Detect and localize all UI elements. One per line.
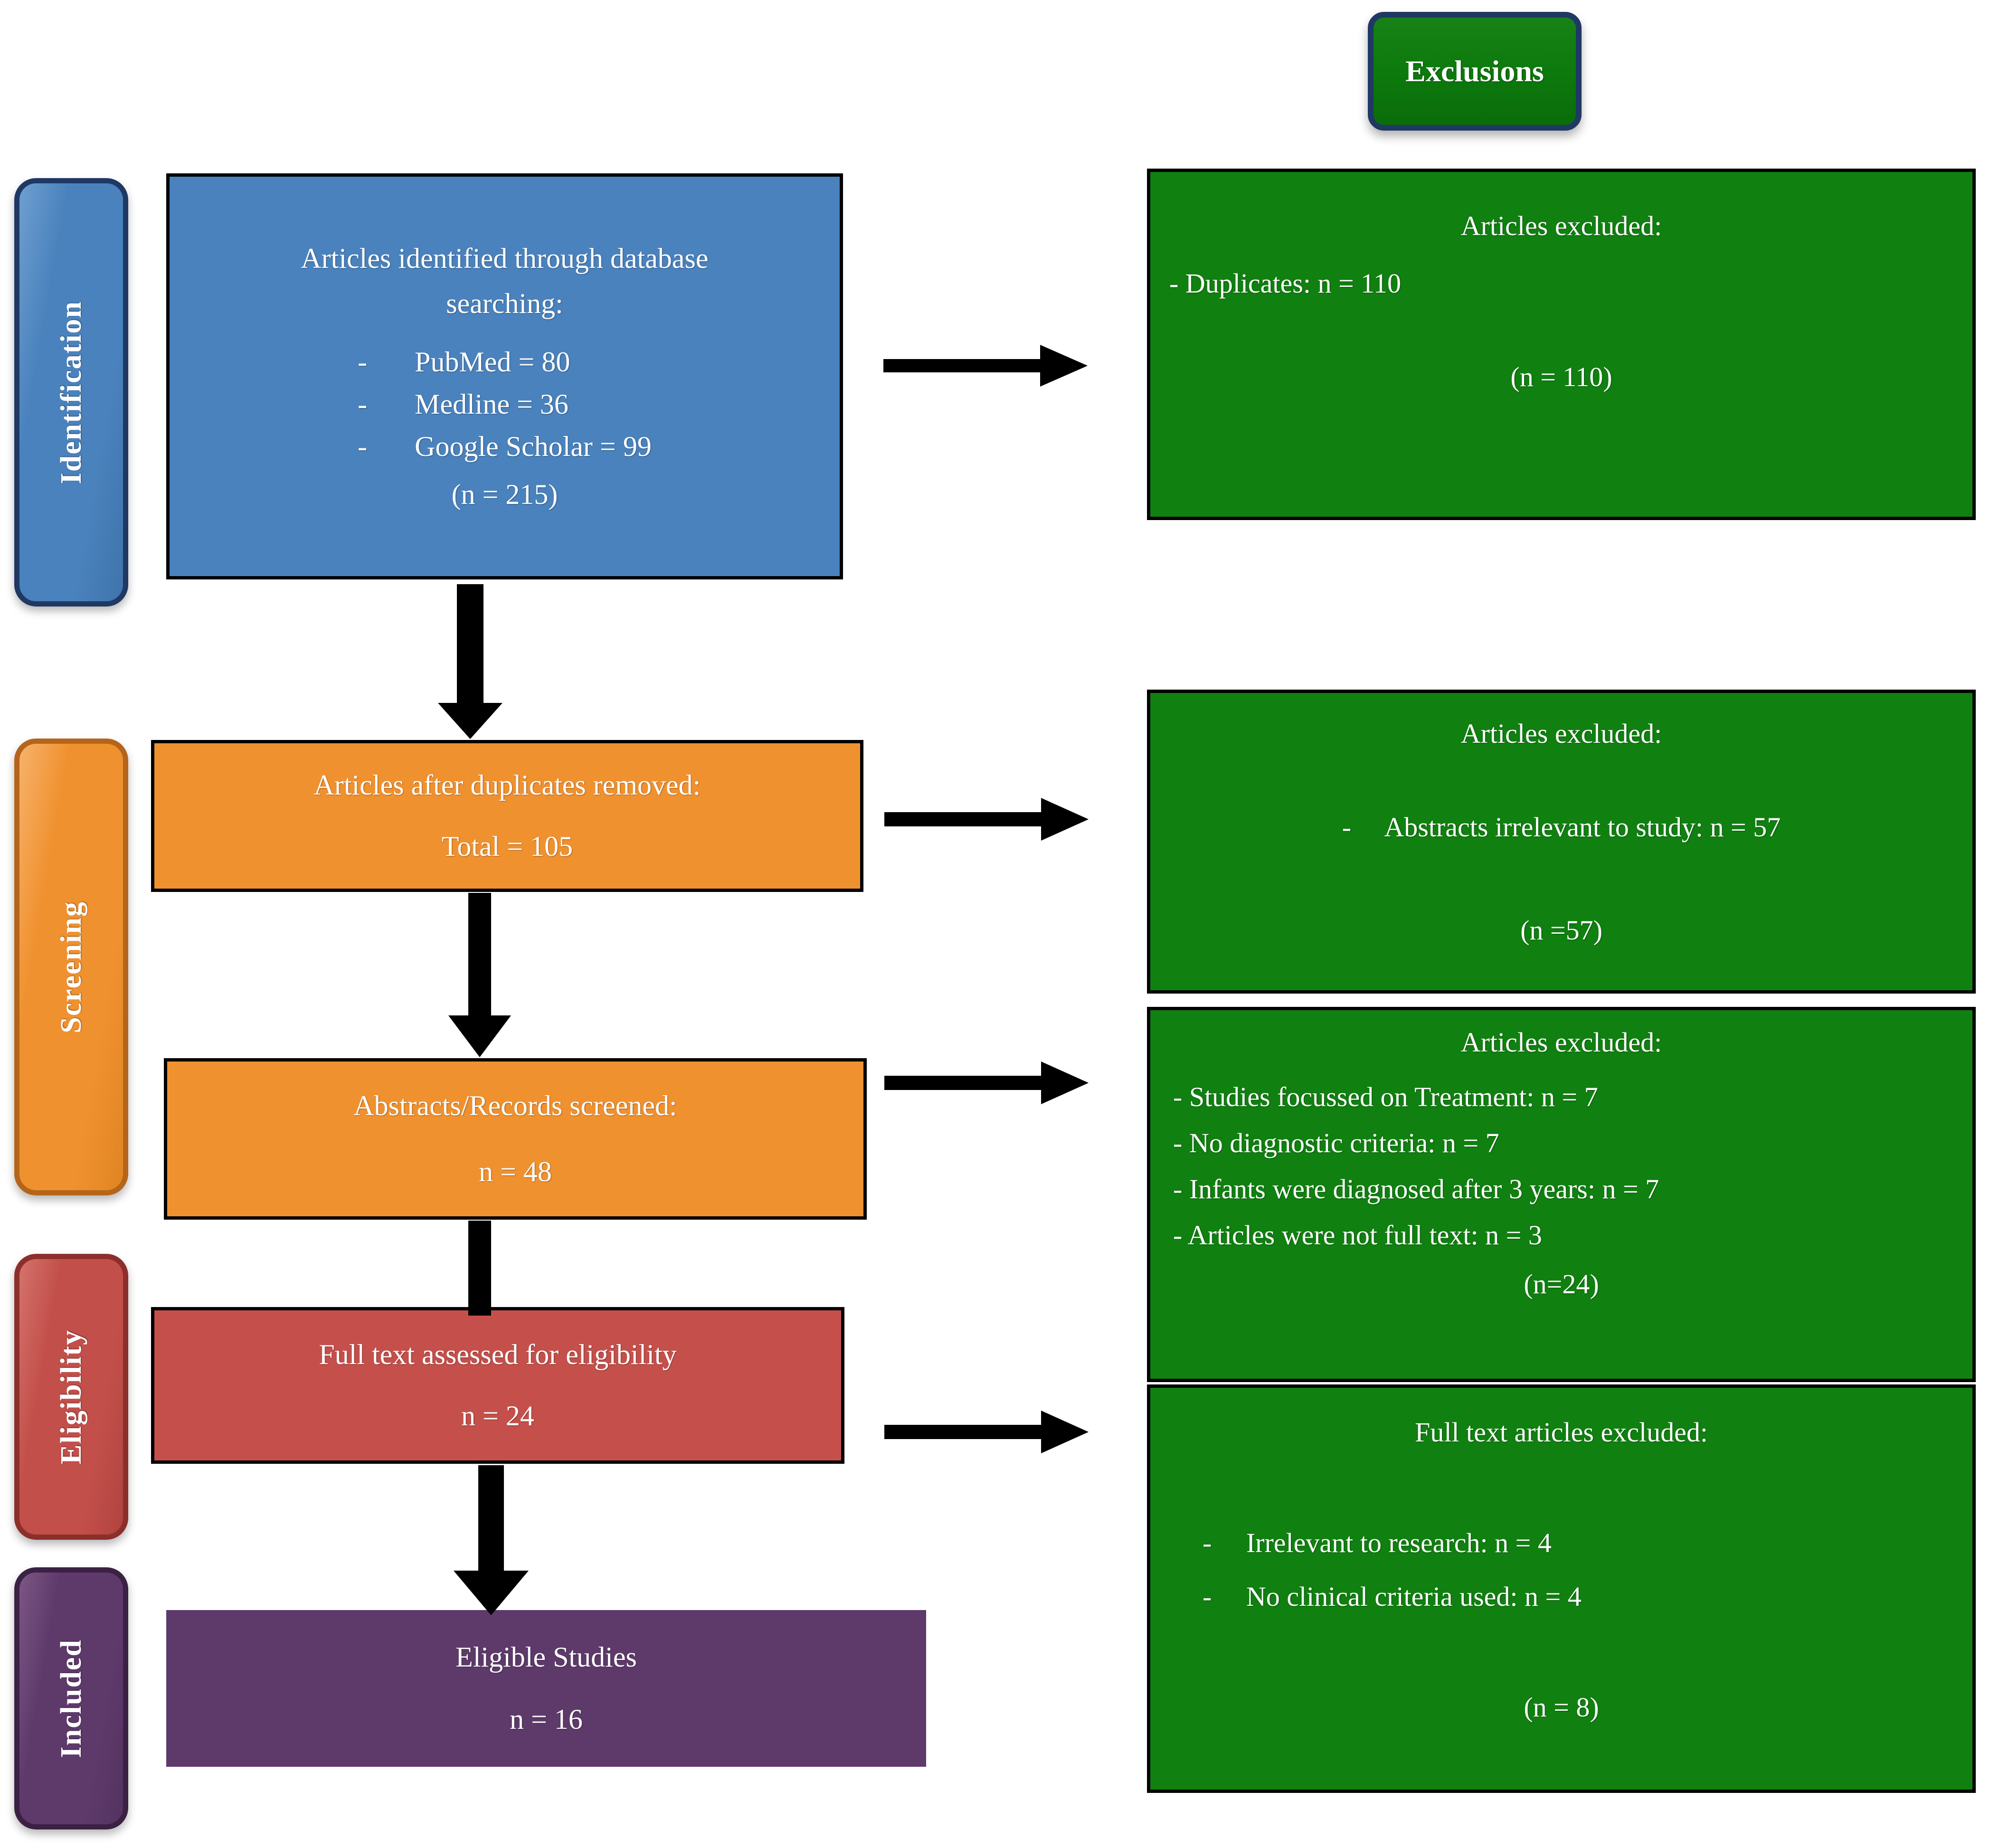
full-text-assessed-line1: Full text assessed for eligibility xyxy=(319,1339,677,1370)
excluded-screening-reason: - Studies focussed on Treatment: n = 7 xyxy=(1173,1081,1598,1112)
box-articles-after-duplicates: Articles after duplicates removed: Total… xyxy=(151,740,863,892)
arrow-after-duplicates-to-screened xyxy=(442,893,518,1059)
excluded-duplicates-reason: - Duplicates: n = 110 xyxy=(1169,268,1402,299)
excluded-full-text-reason-list: - Irrelevant to research: n = 4 - No cli… xyxy=(1203,1505,1582,1634)
arrow-full-text-assessed-to-excluded xyxy=(884,1401,1098,1463)
arrow-identified-to-after-duplicates xyxy=(432,584,508,741)
box-eligible-studies: Eligible Studies n = 16 xyxy=(166,1610,926,1767)
box-excluded-screening-detail: Articles excluded: - Studies focussed on… xyxy=(1147,1007,1976,1382)
database-source-label: Medline = 36 xyxy=(415,388,569,420)
stage-tab-screening-label: Screening xyxy=(55,900,87,1033)
screened-line1: Abstracts/Records screened: xyxy=(353,1090,677,1121)
box-excluded-abstracts: Articles excluded: - Abstracts irrelevan… xyxy=(1147,690,1976,994)
excluded-screening-reason: - No diagnostic criteria: n = 7 xyxy=(1173,1128,1499,1158)
database-source-label: Google Scholar = 99 xyxy=(415,430,652,462)
after-duplicates-line2: Total = 105 xyxy=(441,831,573,862)
stage-tab-identification: Identification xyxy=(14,178,128,607)
eligible-studies-line2: n = 16 xyxy=(510,1704,583,1735)
arrow-screened-to-screening-detail xyxy=(884,1052,1098,1114)
stage-tab-included-label: Included xyxy=(55,1639,87,1758)
excluded-full-text-total: (n = 8) xyxy=(1524,1692,1599,1723)
database-source-item: - Medline = 36 xyxy=(358,388,652,421)
bullet-dash-icon: - xyxy=(358,430,368,462)
box-abstracts-records-screened: Abstracts/Records screened: n = 48 xyxy=(164,1058,867,1220)
database-source-list: - PubMed = 80 - Medline = 36 - Google Sc… xyxy=(358,336,652,473)
articles-identified-heading-line2: searching: xyxy=(446,287,563,319)
after-duplicates-line1: Articles after duplicates removed: xyxy=(313,769,701,801)
database-source-label: PubMed = 80 xyxy=(415,346,570,378)
database-source-item: - PubMed = 80 xyxy=(358,346,652,379)
excluded-screening-reason: - Articles were not full text: n = 3 xyxy=(1173,1220,1542,1251)
arrow-screened-to-full-text-assessed xyxy=(442,1221,518,1316)
excluded-abstracts-total: (n =57) xyxy=(1520,915,1602,946)
excluded-screening-heading: Articles excluded: xyxy=(1460,1027,1662,1058)
full-text-assessed-line2: n = 24 xyxy=(461,1400,534,1431)
stage-tab-screening: Screening xyxy=(14,739,128,1195)
stage-tab-included: Included xyxy=(14,1567,128,1829)
database-source-item: - Google Scholar = 99 xyxy=(358,430,652,463)
articles-identified-total: (n = 215) xyxy=(451,478,558,510)
excluded-abstracts-reason: - Abstracts irrelevant to study: n = 57 xyxy=(1342,812,1781,843)
stage-tab-identification-label: Identification xyxy=(55,300,87,484)
excluded-screening-total: (n=24) xyxy=(1524,1269,1599,1299)
exclusions-header-label: Exclusions xyxy=(1405,54,1544,88)
excluded-abstracts-heading: Articles excluded: xyxy=(1460,718,1662,749)
box-articles-identified: Articles identified through database sea… xyxy=(166,173,843,579)
arrow-after-duplicates-to-abstracts xyxy=(884,788,1098,850)
bullet-dash-icon: - xyxy=(358,346,368,378)
excluded-full-text-heading: Full text articles excluded: xyxy=(1415,1417,1708,1448)
articles-identified-heading-line1: Articles identified through database xyxy=(301,242,709,274)
arrow-full-text-assessed-to-eligible xyxy=(449,1465,539,1617)
box-excluded-duplicates: Articles excluded: - Duplicates: n = 110… xyxy=(1147,169,1976,520)
screened-line2: n = 48 xyxy=(479,1156,552,1187)
excluded-full-text-reason: - Irrelevant to research: n = 4 xyxy=(1203,1527,1552,1558)
stage-tab-eligibility-label: Eligibility xyxy=(55,1329,87,1464)
excluded-duplicates-total: (n = 110) xyxy=(1510,361,1612,392)
excluded-full-text-reason: - No clinical criteria used: n = 4 xyxy=(1203,1581,1582,1612)
excluded-screening-reason: - Infants were diagnosed after 3 years: … xyxy=(1173,1174,1659,1204)
box-full-text-assessed: Full text assessed for eligibility n = 2… xyxy=(151,1307,844,1464)
arrow-identified-to-duplicates xyxy=(883,332,1097,399)
box-excluded-full-text: Full text articles excluded: - Irrelevan… xyxy=(1147,1384,1976,1793)
stage-tab-eligibility: Eligibility xyxy=(14,1254,128,1540)
eligible-studies-line1: Eligible Studies xyxy=(455,1641,637,1673)
excluded-screening-reason-list: - Studies focussed on Treatment: n = 7 -… xyxy=(1173,1067,1659,1265)
excluded-duplicates-heading: Articles excluded: xyxy=(1460,210,1662,241)
exclusions-header-pill: Exclusions xyxy=(1368,12,1582,131)
bullet-dash-icon: - xyxy=(358,388,368,420)
